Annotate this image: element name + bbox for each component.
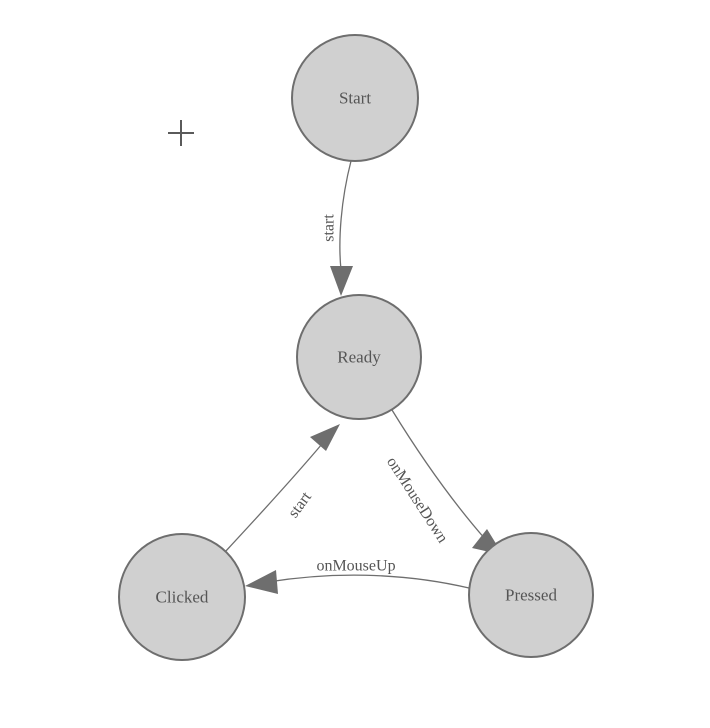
edge-label-clicked-to-ready: start — [285, 488, 315, 521]
node-ready-label: Ready — [337, 348, 381, 367]
node-ready[interactable]: Ready — [296, 294, 422, 420]
arrowhead-into-ready-top — [330, 266, 353, 296]
edge-path-pressed-to-clicked — [267, 574, 470, 589]
node-pressed-circle[interactable] — [468, 532, 594, 658]
edge-path-clicked-to-ready — [224, 443, 323, 553]
plus-marker-icon — [168, 120, 194, 146]
node-ready-circle[interactable] — [296, 294, 422, 420]
node-clicked-label: Clicked — [156, 588, 209, 607]
node-clicked[interactable]: Clicked — [118, 533, 246, 661]
edge-pressed-to-clicked[interactable]: onMouseUp — [245, 558, 470, 595]
edge-label-ready-to-pressed: onMouseDown — [383, 454, 451, 546]
node-start-circle[interactable] — [291, 34, 419, 162]
node-start-label: Start — [339, 89, 371, 108]
edge-label-pressed-to-clicked: onMouseUp — [316, 558, 395, 575]
edge-label-start-to-ready: start — [321, 214, 338, 242]
edge-path-start-to-ready — [339, 160, 352, 271]
edge-start-to-ready[interactable]: start — [321, 160, 354, 296]
node-pressed[interactable]: Pressed — [468, 532, 594, 658]
edge-ready-to-pressed[interactable]: onMouseDown — [383, 409, 503, 555]
node-pressed-label: Pressed — [505, 586, 557, 605]
arrowhead-into-clicked — [245, 570, 278, 594]
edge-clicked-to-ready[interactable]: start — [224, 424, 340, 553]
node-clicked-circle[interactable] — [118, 533, 246, 661]
arrowhead-into-ready-bottom — [310, 424, 340, 451]
edge-path-ready-to-pressed — [391, 409, 487, 541]
node-start[interactable]: Start — [291, 34, 419, 162]
